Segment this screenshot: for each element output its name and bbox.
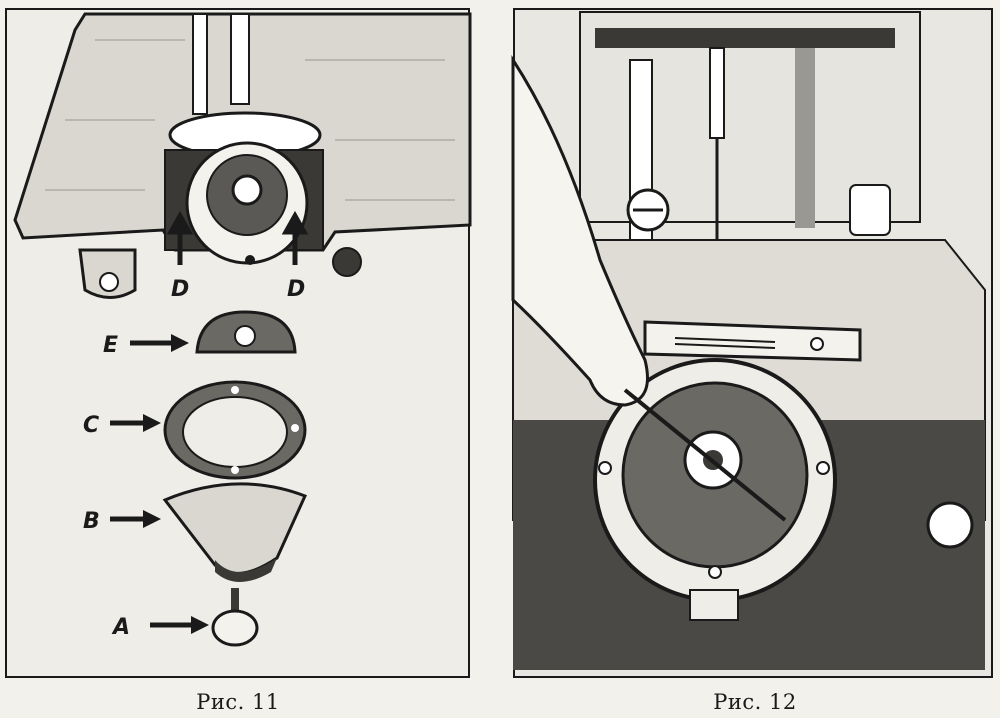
part-c-hole-right — [291, 424, 299, 432]
figure-11-caption: Рис. 11 — [196, 690, 280, 714]
cleaning-brush — [623, 388, 787, 522]
arrow-a — [150, 616, 209, 634]
label-d-right: D — [287, 277, 305, 302]
tension-knob — [849, 184, 891, 236]
figure-11: D D E C B A — [5, 0, 475, 714]
hook-screw-bottom — [708, 565, 722, 579]
part-a-screw-head — [211, 609, 259, 647]
hook-screw-right — [816, 461, 830, 475]
arrow-c — [110, 414, 161, 432]
label-c: C — [83, 413, 99, 438]
left-foot-screw — [99, 272, 119, 292]
feed-dogs — [674, 337, 776, 349]
column-shade — [795, 48, 815, 228]
part-b-gib — [162, 482, 308, 575]
figure-12-illustration — [511, 11, 986, 670]
bed-hatching — [45, 39, 455, 201]
figure-11-illustration: D D E C B A — [13, 12, 472, 647]
bobbin-center — [231, 174, 263, 206]
presser-bar — [230, 13, 250, 105]
label-e: E — [103, 333, 118, 358]
needle-bar — [192, 13, 208, 115]
right-foot-knob — [332, 247, 362, 277]
label-b: B — [83, 509, 100, 534]
hand — [511, 54, 649, 407]
arrow-b — [110, 510, 161, 528]
bracket-screw — [926, 501, 974, 549]
arrow-e — [130, 334, 189, 352]
part-e-hub — [234, 325, 256, 347]
part-b-gib-shadow — [215, 558, 277, 582]
needle-bar — [709, 47, 725, 139]
label-a: A — [111, 615, 130, 640]
hook-screw-left — [598, 461, 612, 475]
head-top-shade — [595, 28, 895, 48]
hook-bracket — [689, 589, 739, 621]
part-a-screw-thread — [231, 588, 239, 614]
figure-12: Рис. 12 — [505, 0, 995, 714]
part-c-ring-hole — [182, 396, 288, 468]
part-c-hole-top — [231, 386, 239, 394]
hook-screw — [245, 255, 255, 265]
figure-12-caption: Рис. 12 — [713, 690, 797, 714]
label-d-left: D — [171, 277, 189, 302]
part-c-hole-bottom — [231, 466, 239, 474]
arrows-d — [166, 210, 309, 265]
plate-screw — [810, 337, 824, 351]
